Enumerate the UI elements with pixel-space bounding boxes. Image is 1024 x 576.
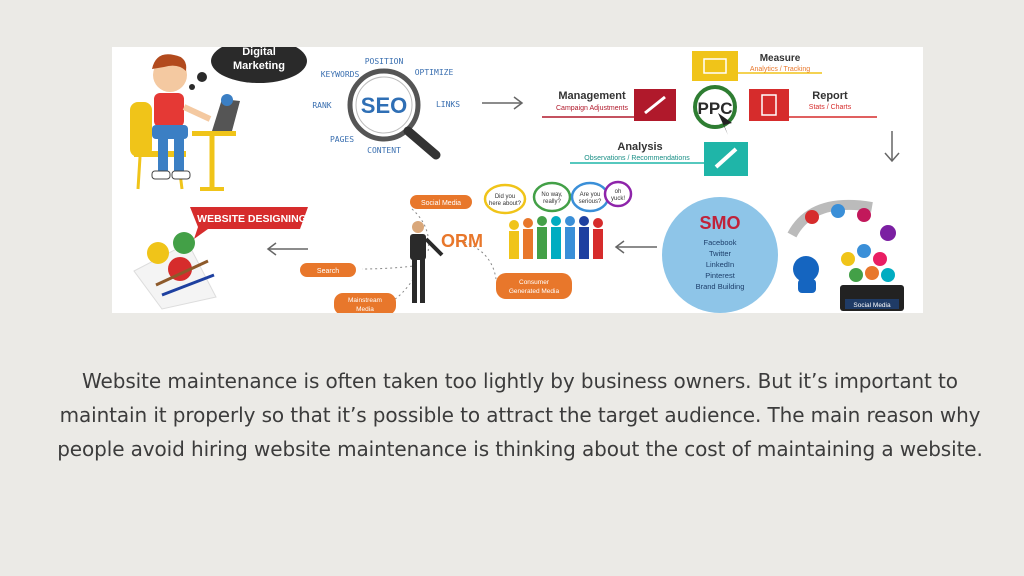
body-line: maintain it properly so that it’s possib…: [59, 403, 981, 427]
measure-chart-icon: [692, 51, 738, 81]
smo-item-twitter: Twitter: [709, 249, 732, 258]
social-media-badge: Social Media: [853, 302, 891, 309]
seo-content-label: CONTENT: [367, 146, 401, 155]
orm-social-media-pill: [410, 195, 472, 209]
arrow-right-icon: [482, 96, 524, 110]
ppc-center-text: PPC: [698, 99, 733, 118]
svg-text:yuck!: yuck!: [611, 196, 625, 202]
analysis-subtitle: Observations / Recommendations: [584, 155, 690, 162]
digital-marketing-bubble: Digital Marketing: [189, 47, 307, 90]
svg-text:really?: really?: [543, 199, 561, 205]
ppc-cluster: Measure Analytics / Tracking Management …: [542, 51, 877, 176]
svg-text:Did you: Did you: [495, 194, 515, 200]
bubble-marketing-text: Marketing: [233, 60, 285, 72]
body-line: Website maintenance is often taken too l…: [82, 369, 958, 393]
speech-bubble: No way, really?: [532, 181, 572, 213]
orm-mainstream-pill: [334, 293, 396, 313]
svg-text:oh: oh: [615, 189, 622, 195]
body-line: people avoid hiring website maintenance …: [57, 437, 983, 461]
people-figures: [509, 216, 603, 259]
smo-title: SMO: [699, 213, 740, 233]
svg-text:Are you: Are you: [580, 192, 601, 198]
orm-consumer-pill: [496, 273, 572, 299]
digital-marketing-infographic: Digital Marketing SEO POSITION KEYWORDS …: [112, 47, 923, 313]
measure-title: Measure: [760, 53, 801, 64]
seo-rank-label: RANK: [312, 101, 331, 110]
report-document-icon: [749, 89, 789, 121]
bubble-digital-text: Digital: [242, 47, 276, 58]
website-designing-text: WEBSITE DESIGNING: [197, 213, 307, 225]
orm-mainstream-line2: Media: [356, 306, 374, 313]
svg-text:serious?: serious?: [579, 199, 602, 205]
orm-consumer-line1: Consumer: [519, 279, 550, 286]
speech-bubble: Are you serious?: [570, 181, 610, 213]
seo-keywords-label: KEYWORDS: [321, 70, 360, 79]
website-designing-banner: WEBSITE DESIGNING: [190, 207, 308, 239]
smo-item-linkedin: LinkedIn: [706, 260, 734, 269]
management-subtitle: Campaign Adjustments: [556, 105, 628, 112]
arrow-down-icon: [884, 131, 900, 163]
consumer-speech-cluster: Did you here about? No way, really? Are …: [483, 180, 633, 259]
seo-optimize-label: OPTIMIZE: [415, 68, 454, 77]
smo-item-brand-building: Brand Building: [696, 282, 745, 291]
paint-palette-illustration: [133, 232, 217, 310]
infographic-svg: Digital Marketing SEO POSITION KEYWORDS …: [130, 47, 904, 313]
report-title: Report: [812, 90, 848, 102]
smo-item-pinterest: Pinterest: [705, 271, 736, 280]
orm-social-media-label: Social Media: [421, 200, 461, 207]
orm-search-label: Search: [317, 268, 339, 275]
arrow-left-icon: [614, 240, 657, 254]
seo-magnifier: SEO POSITION KEYWORDS OPTIMIZE RANK LINK…: [312, 57, 460, 160]
smo-circle: SMO Facebook Twitter LinkedIn Pinterest …: [662, 197, 778, 313]
seo-position-label: POSITION: [365, 57, 404, 66]
orm-title: ORM: [441, 231, 483, 251]
orm-mainstream-line1: Mainstream: [348, 297, 382, 304]
analysis-title: Analysis: [617, 141, 662, 153]
businessman-figure: [410, 221, 444, 303]
orm-hub: Social Media Search Mainstream Media Con…: [300, 195, 572, 313]
orm-consumer-line2: Generated Media: [509, 288, 560, 295]
ppc-badge: [693, 85, 737, 129]
svg-text:No way,: No way,: [541, 192, 563, 198]
speech-bubble: Did you here about?: [483, 183, 527, 215]
orm-search-pill: [300, 263, 356, 277]
measure-subtitle: Analytics / Tracking: [750, 66, 810, 73]
speech-bubble: oh yuck!: [603, 180, 633, 208]
arrow-left-icon: [266, 242, 308, 256]
seo-pages-label: PAGES: [330, 135, 354, 144]
boy-at-laptop-illustration: [130, 54, 240, 191]
management-title: Management: [558, 90, 626, 102]
seo-center-text: SEO: [361, 93, 407, 118]
smo-item-facebook: Facebook: [704, 238, 737, 247]
social-network-illustration: Social Media: [787, 199, 904, 311]
seo-links-label: LINKS: [436, 100, 460, 109]
body-paragraph: Website maintenance is often taken too l…: [20, 364, 1020, 466]
report-subtitle: Stats / Charts: [809, 104, 852, 111]
svg-text:here about?: here about?: [489, 201, 522, 207]
